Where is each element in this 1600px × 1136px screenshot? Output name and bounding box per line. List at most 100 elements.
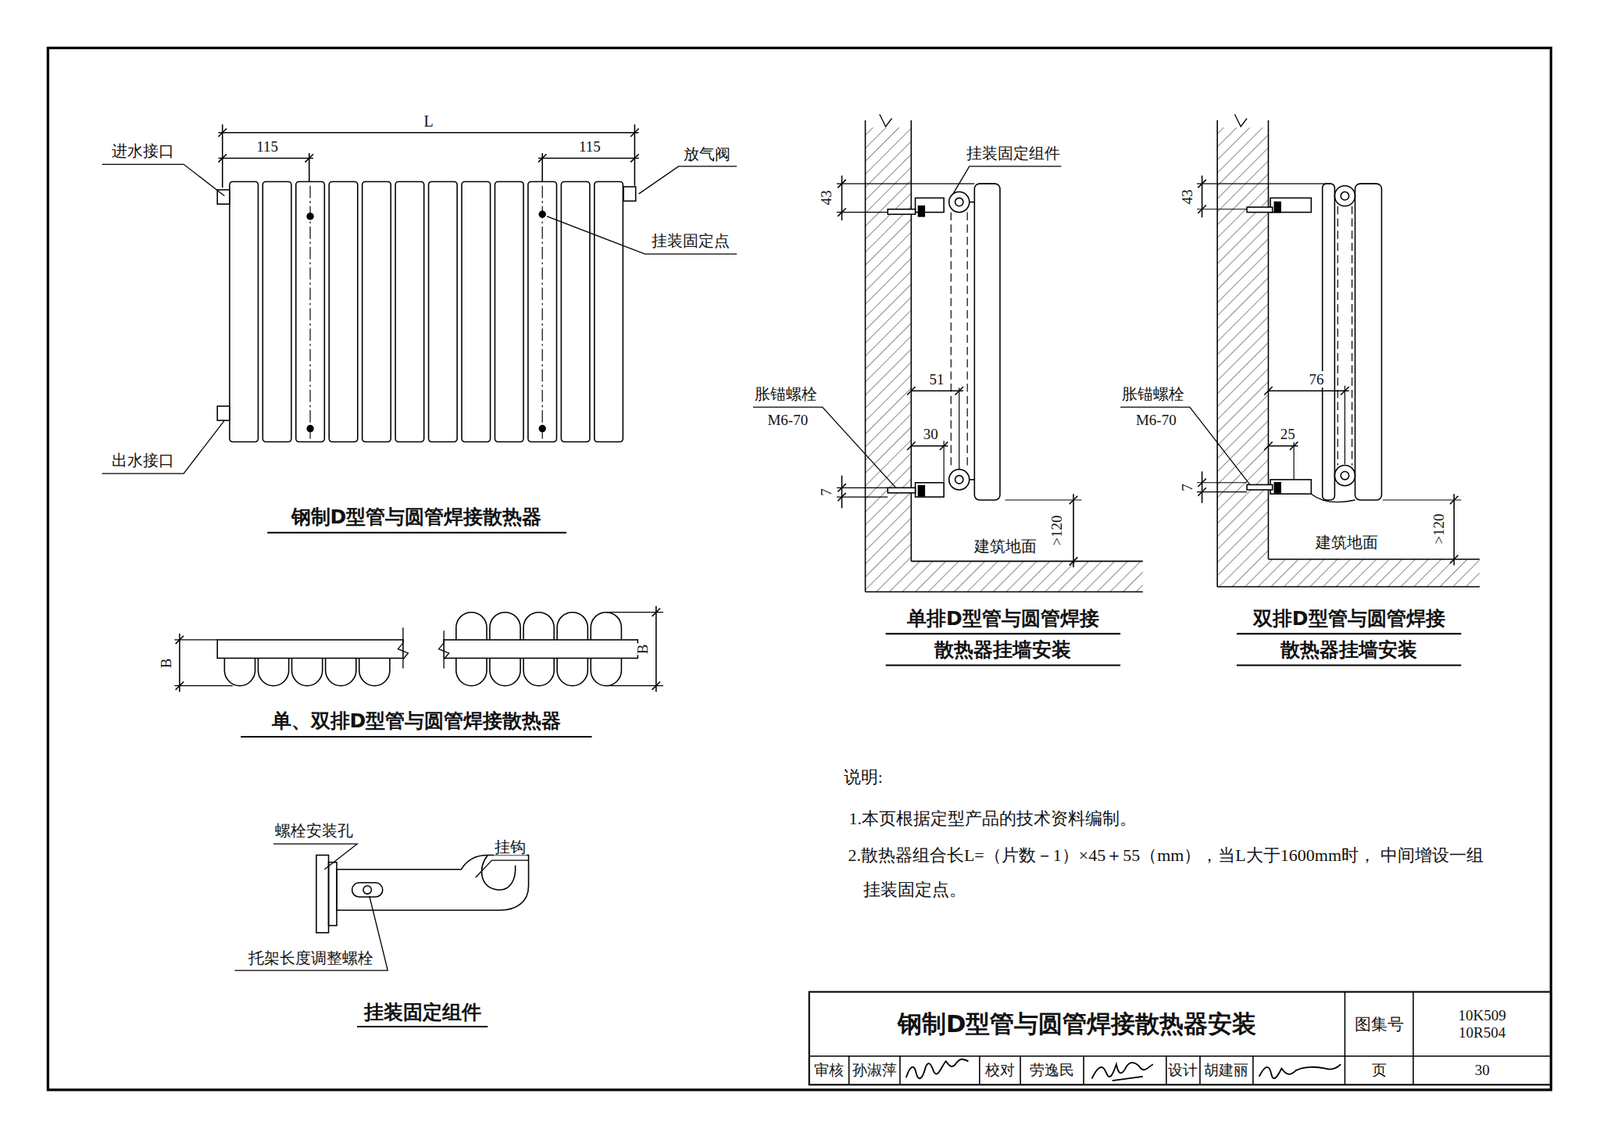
radiator-elevation [102, 420, 225, 474]
double-row-install [1351, 206, 1353, 466]
single-row-install [1072, 493, 1075, 568]
part-label: 挂装固定点 [650, 232, 731, 250]
single-row-install [974, 183, 1000, 500]
dimension-text: 51 [928, 371, 946, 388]
name-cell: 胡建丽 [1200, 1056, 1254, 1086]
single-row-install [907, 442, 948, 450]
section-sketch [178, 633, 181, 692]
radiator-elevation [307, 425, 314, 433]
single-row-install [865, 127, 912, 592]
double-row-install [1120, 114, 1480, 665]
section-sketch [175, 635, 184, 690]
double-row-install [1216, 120, 1218, 587]
double-row-install [1267, 558, 1479, 561]
role-cell: 设计 [1166, 1056, 1200, 1086]
title-block-grid [809, 992, 1552, 1086]
single-row-install [885, 664, 1121, 667]
dimension-text: 7 [1178, 483, 1197, 493]
single-row-install [969, 478, 975, 481]
dimension-text: 115 [578, 138, 602, 155]
cell-text: 孙淑萍 [852, 1061, 897, 1079]
double-row-install [1274, 482, 1281, 493]
dimension-text: 25 [1279, 425, 1297, 443]
single-row-install [955, 197, 964, 206]
radiator-elevation [217, 406, 230, 421]
cell-text: 图集号 [1354, 1014, 1404, 1034]
part-label: 放气阀 [682, 145, 732, 164]
title-block-grid [1082, 1056, 1085, 1086]
double-row-install [1236, 632, 1461, 635]
single-row-install [837, 179, 846, 217]
section-sketch [439, 630, 450, 668]
radiator-elevation [538, 157, 640, 160]
single-row-install [1069, 496, 1078, 566]
section-sketch [174, 639, 218, 640]
title-block-grid [1259, 1064, 1341, 1079]
radiator-elevation [539, 210, 546, 218]
hanger-bracket [316, 855, 329, 933]
double-row-install [1340, 192, 1349, 200]
dimension-text: 115 [255, 138, 279, 156]
note-text: 1.本页根据定型产品的技术资料编制。 [847, 808, 1138, 829]
double-row-install [1453, 493, 1455, 565]
dimension-text: 115 [255, 138, 279, 155]
cell-text: 校对 [985, 1061, 1015, 1079]
role-cell: 审核 [809, 1056, 850, 1086]
single-row-install [910, 560, 1143, 592]
single-row-install [753, 407, 897, 488]
radiator-elevation [218, 157, 314, 160]
cell-text: 设计 [1167, 1061, 1198, 1079]
single-row-install [907, 386, 964, 395]
single-row-install [836, 487, 888, 489]
single-row-install [864, 120, 867, 592]
part-label: 挂钩 [493, 838, 527, 857]
single-row-install [836, 183, 975, 185]
section-sketch [443, 639, 638, 659]
radiator-elevation [296, 181, 325, 442]
double-row-install [1246, 207, 1273, 213]
section-sketch [240, 735, 592, 738]
hanger-bracket [234, 843, 529, 1027]
hanger-bracket [234, 896, 388, 971]
name-cell: 孙淑萍 [849, 1056, 900, 1086]
part-label: 挂装固定组件 [965, 143, 1061, 162]
double-row-install [1355, 183, 1383, 500]
single-row-install [841, 175, 843, 221]
atlas-label-cell: 图集号 [1344, 992, 1414, 1057]
hanger-bracket [475, 860, 529, 878]
cell-text: 30 [1475, 1061, 1490, 1079]
single-row-install [836, 496, 888, 497]
section-sketch [217, 639, 404, 659]
dimension-text: B [157, 657, 175, 670]
title-block-grid [1199, 1056, 1201, 1086]
title-block-grid [809, 992, 1552, 1086]
cell-text: 10K509 [1458, 1007, 1507, 1025]
floor-label: 建筑地面 [973, 536, 1038, 554]
radiator-elevation [528, 181, 558, 442]
double-row-install [1120, 407, 1250, 485]
cell-text: 劳逸民 [1029, 1061, 1075, 1079]
single-row-install [887, 209, 915, 215]
hanger-bracket [357, 1025, 488, 1028]
single-row-install [885, 632, 1121, 635]
double-row-install [1267, 389, 1349, 392]
part-label: 挂装固定组件 [965, 143, 1061, 161]
dimension-text: >120 [1430, 512, 1447, 545]
double-row-install [1246, 484, 1273, 490]
single-row-install [887, 487, 915, 493]
part-label: M6-70 [766, 411, 809, 429]
dimension-text: 76 [1307, 371, 1325, 388]
double-row-install [1217, 127, 1268, 587]
title-block-grid [809, 1055, 1552, 1058]
radiator-elevation [542, 185, 543, 440]
floor-label: 建筑地面 [1314, 532, 1379, 550]
hanger-bracket [352, 882, 383, 897]
radiator-elevation [362, 181, 392, 442]
part-label: 胀锚螺栓 [753, 385, 818, 403]
radiator-elevation [560, 181, 590, 442]
single-row-install [917, 206, 925, 217]
hanger-bracket [336, 855, 529, 911]
double-row-install [1267, 559, 1479, 587]
role-cell: 校对 [979, 1056, 1021, 1086]
